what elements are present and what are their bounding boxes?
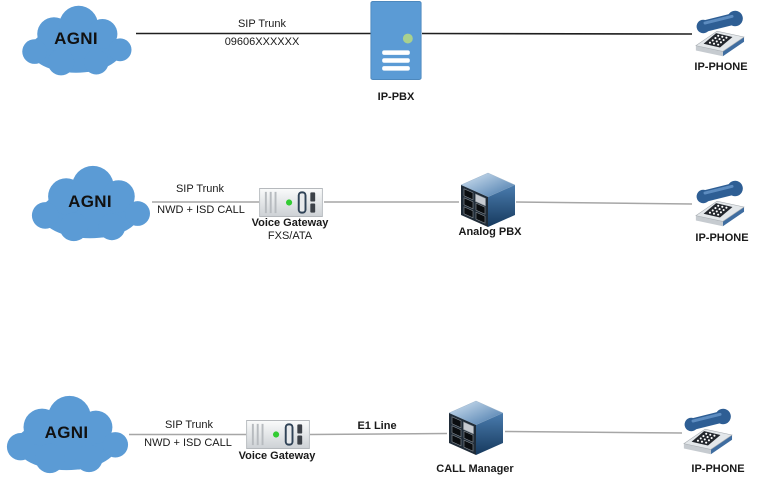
sip-trunk-label: SIP Trunk [164,419,214,431]
call-type-label: NWD + ISD CALL [157,204,245,216]
fxs-ata-label: FXS/ATA [267,230,313,242]
desk-phone-icon [688,10,750,62]
cloud-label: AGNI [68,192,112,211]
voice-gateway-label: Voice Gateway [238,450,316,462]
e1-line-label: E1 Line [357,420,397,432]
sip-trunk-label: SIP Trunk [175,183,225,195]
server-tower-icon [370,1,422,80]
sip-trunk-label: SIP Trunk [237,18,287,30]
desk-phone-icon [676,408,738,460]
cloud-label: AGNI [54,29,98,48]
gateway-box-icon [245,420,311,449]
cube-switch-icon [458,170,518,228]
ip-phone-label: IP-PHONE [695,232,749,244]
call-type-label: NWD + ISD CALL [144,437,232,449]
connector-analogpbx-to-phone [515,201,693,205]
ip-pbx-label: IP-PBX [377,91,415,103]
analog-pbx-label: Analog PBX [458,226,522,238]
connector-gateway-to-callmanager [309,432,448,436]
trunk-number-label: 09606XXXXXX [224,36,300,48]
call-manager-label: CALL Manager [436,463,514,475]
desk-phone-icon [688,180,750,232]
connector-callmanager-to-phone [504,430,683,434]
voice-gateway-label: Voice Gateway [251,217,329,229]
ip-phone-label: IP-PHONE [694,61,748,73]
gateway-box-icon [258,188,324,217]
connector-ippbx-to-phone [421,32,693,35]
cloud-label: AGNI [44,423,89,442]
ip-phone-label: IP-PHONE [691,463,745,475]
agni-cloud-node: AGNI [12,4,140,78]
agni-cloud-node: AGNI [27,164,153,244]
agni-cloud-node: AGNI [3,392,130,478]
cube-switch-icon [446,398,506,456]
